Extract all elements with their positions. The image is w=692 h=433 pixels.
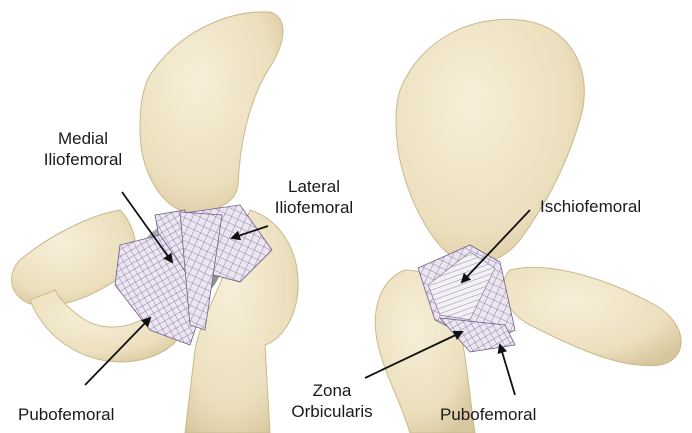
- label-zona-line2: Orbicularis: [284, 401, 380, 422]
- label-zona-orbicularis: Zona Orbicularis: [284, 380, 380, 422]
- label-lateral-line1: Lateral: [268, 176, 360, 197]
- right-ilium-bone: [396, 19, 584, 263]
- left-pubis-bone: [12, 210, 136, 306]
- label-pubofemoral-left: Pubofemoral: [18, 404, 114, 425]
- label-lateral-line2: Iliofemoral: [268, 197, 360, 218]
- label-zona-line1: Zona: [284, 380, 380, 401]
- right-hip-view: [375, 19, 681, 433]
- label-medial-iliofemoral: Medial Iliofemoral: [38, 128, 128, 170]
- label-ischiofemoral: Ischiofemoral: [540, 196, 641, 217]
- label-pubofemoral-right: Pubofemoral: [440, 404, 536, 425]
- arrow-pubofemoral-right: [500, 345, 515, 395]
- left-hip-view: [12, 12, 299, 433]
- label-lateral-iliofemoral: Lateral Iliofemoral: [268, 176, 360, 218]
- label-medial-line1: Medial: [38, 128, 128, 149]
- right-ischium-bone: [503, 267, 681, 365]
- left-ilium-bone: [140, 12, 283, 213]
- label-medial-line2: Iliofemoral: [38, 149, 128, 170]
